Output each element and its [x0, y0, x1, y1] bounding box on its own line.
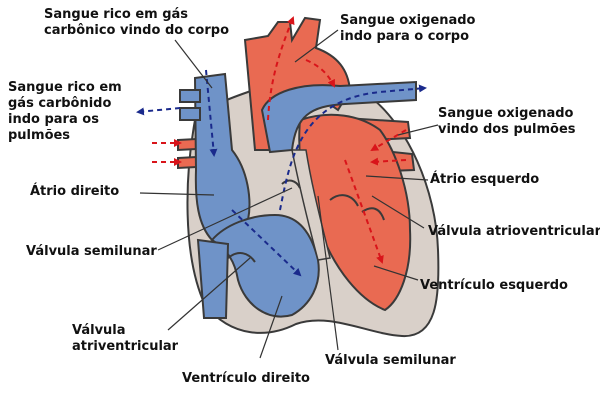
label-top-left-line1: Sangue rico em gás — [44, 7, 189, 22]
label-left-upper-line3: indo para os — [8, 112, 99, 127]
label-top-right-line1: Sangue oxigenado — [340, 13, 476, 28]
right-ventricle — [210, 213, 320, 318]
label-ventriculo-direito: Ventrículo direito — [182, 371, 310, 386]
septum — [291, 149, 331, 261]
label-right-upper-line2: vindo dos pulmões — [438, 122, 576, 137]
label-top-left: Sangue rico em gás carbônico vindo do co… — [44, 7, 229, 39]
pulmonary-valve — [281, 179, 301, 189]
label-top-left-line2: carbônico vindo do corpo — [44, 23, 229, 38]
label-right-upper: Sangue oxigenado vindo dos pulmões — [438, 106, 576, 138]
label-atrio-esquerdo: Átrio esquerdo — [430, 172, 540, 187]
label-valvula-atriventricular: Válvula atriventricular — [72, 323, 178, 355]
pulmonary-branches-left — [179, 89, 201, 121]
inferior-vena-cava — [196, 238, 230, 319]
label-ventriculo-esquerdo: Ventrículo esquerdo — [420, 278, 568, 293]
label-valvula-atriventricular-line2: atriventricular — [72, 339, 179, 354]
label-valvula-semilunar-left: Válvula semilunar — [26, 244, 157, 259]
pulmonary-artery — [260, 80, 417, 154]
label-atrio-direito: Átrio direito — [30, 184, 120, 199]
tricuspid-valve — [227, 252, 256, 263]
label-left-upper-line2: gás carbônido — [8, 96, 112, 111]
label-valvula-atriventricular-line1: Válvula — [72, 323, 126, 338]
label-left-upper-line1: Sangue rico em — [8, 80, 122, 95]
leader-lines — [139, 29, 439, 359]
label-top-right: Sangue oxigenado indo para o corpo — [340, 13, 475, 45]
label-top-right-line2: indo para o corpo — [340, 29, 470, 44]
label-right-upper-line1: Sangue oxigenado — [438, 106, 574, 121]
label-valvula-semilunar-bottom: Válvula semilunar — [325, 353, 456, 368]
label-valvula-atrioventricular: Válvula atrioventricular — [428, 224, 600, 239]
label-left-upper: Sangue rico em gás carbônido indo para o… — [8, 80, 122, 144]
mitral-valve — [329, 194, 385, 221]
deoxygenated-flow-arrows — [136, 69, 427, 277]
label-left-upper-line4: pulmões — [8, 128, 71, 143]
oxygenated-flow-arrows — [152, 16, 407, 264]
